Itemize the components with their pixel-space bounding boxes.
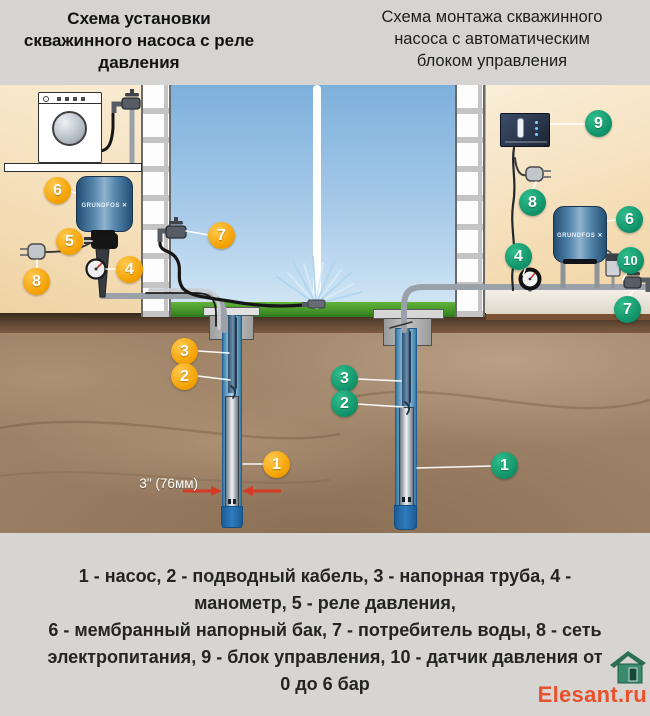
led-icon <box>535 133 538 136</box>
well-bottom-left <box>221 506 243 528</box>
soil <box>0 317 650 533</box>
button-icon <box>73 97 77 101</box>
control-unit <box>500 113 550 147</box>
well-bottom-right <box>394 505 417 530</box>
callout-right-7: 7 <box>614 296 641 323</box>
watermark-text: Elesant.ru <box>537 682 647 707</box>
pump-intake <box>408 497 411 502</box>
tank-base <box>91 230 115 237</box>
led-icon <box>535 127 538 130</box>
brick-wall-right <box>455 85 485 317</box>
callout-right-6: 6 <box>616 206 643 233</box>
callout-left-3: 3 <box>171 338 198 365</box>
membrane-tank-right: GRUNDFOS ✕ <box>553 206 607 263</box>
callout-left-5: 5 <box>56 228 83 255</box>
callout-left-1: 1 <box>263 451 290 478</box>
callout-left-6: 6 <box>44 177 71 204</box>
callout-right-1: 1 <box>491 452 518 479</box>
button-icon <box>81 97 85 101</box>
title-line: Схема установки <box>67 9 211 28</box>
submersible-pump-left <box>225 396 239 508</box>
callout-left-2: 2 <box>171 363 198 390</box>
legend-text: 1 - насос, 2 - подводный кабель, 3 - нап… <box>10 563 640 698</box>
title-line: насоса с автоматическим <box>394 30 590 48</box>
legend-line: электропитания, 9 - блок управления, 10 … <box>47 647 603 667</box>
brick-wall-left <box>141 85 171 317</box>
title-line: скважинного насоса с реле <box>23 31 255 50</box>
tank-base <box>563 259 597 264</box>
callout-right-3: 3 <box>331 365 358 392</box>
scheme-divider <box>313 85 321 309</box>
callout-left-8: 8 <box>23 268 50 295</box>
legend-line: 6 - мембранный напорный бак, 7 - потреби… <box>48 620 602 640</box>
dial-icon <box>43 95 49 102</box>
title-line: Схема монтажа скважинного <box>381 8 603 26</box>
membrane-tank-left: GRUNDFOS ✕ <box>76 176 133 232</box>
legend-band <box>0 533 650 716</box>
grundfos-label: GRUNDFOS ✕ <box>556 233 604 240</box>
right-scheme-title: Схема монтажа скважинного насоса с автом… <box>348 6 636 72</box>
shelf <box>4 163 142 172</box>
pump-intake <box>233 499 236 504</box>
washing-machine-panel <box>39 93 101 104</box>
button-icon <box>65 97 69 101</box>
washing-machine <box>38 92 102 166</box>
title-band: Схема установки скважинного насоса с рел… <box>0 0 650 86</box>
callout-left-4: 4 <box>116 256 143 283</box>
callout-right-8: 8 <box>519 189 546 216</box>
discharge-pipe-left <box>228 315 236 393</box>
pump-intake <box>228 499 231 504</box>
control-unit-label-strip <box>505 141 547 143</box>
house-icon <box>610 651 646 684</box>
washer-door-icon <box>52 111 87 146</box>
callout-right-10: 10 <box>617 247 644 274</box>
title-line: давления <box>98 53 180 72</box>
title-line: блоком управления <box>416 52 568 70</box>
button-icon <box>57 97 61 101</box>
callout-right-2: 2 <box>331 390 358 417</box>
left-scheme-title: Схема установки скважинного насоса с рел… <box>5 8 273 74</box>
discharge-pipe-right <box>402 328 410 406</box>
callout-right-4: 4 <box>505 243 532 270</box>
legend-line: манометр, 5 - реле давления, <box>194 593 456 613</box>
legend-line: 0 до 6 бар <box>280 674 370 694</box>
callout-right-9: 9 <box>585 110 612 137</box>
control-unit-display <box>517 118 524 138</box>
grundfos-label: GRUNDFOS ✕ <box>81 202 128 209</box>
submersible-pump-right <box>399 407 414 506</box>
pump-intake <box>402 497 405 502</box>
legend-line: 1 - насос, 2 - подводный кабель, 3 - нап… <box>78 566 572 586</box>
callout-left-7: 7 <box>208 222 235 249</box>
casing-diameter-label: 3" (76мм) <box>139 476 198 491</box>
led-icon <box>535 121 538 124</box>
